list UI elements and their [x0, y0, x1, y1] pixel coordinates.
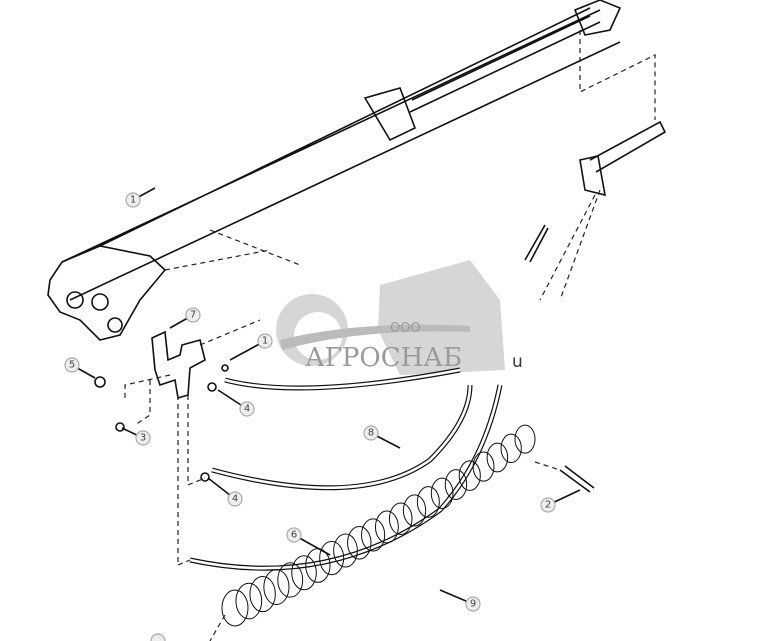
callout-fitting-lower: 4 — [207, 477, 243, 507]
callouts: 1 7 1 5 4 3 8 4 2 6 9 — [64, 187, 581, 641]
callout-coil-hose: 9 — [439, 589, 481, 612]
callout-cut-off-callout — [150, 633, 166, 641]
callout-circle — [465, 596, 481, 612]
callout-label: 4 — [244, 404, 250, 415]
callout-bracket: 7 — [169, 307, 201, 329]
coil-loop — [291, 555, 317, 591]
callout-circle — [64, 357, 80, 373]
callout-circle — [363, 425, 379, 441]
callout-label: 7 — [190, 310, 196, 321]
watermark-name: АГРОСНАБ — [305, 343, 462, 373]
callout-circle — [135, 430, 151, 446]
callout-label: 1 — [130, 195, 136, 206]
callout-label: 5 — [69, 360, 75, 371]
callout-label: 9 — [470, 599, 476, 610]
stray-text: u — [512, 352, 523, 372]
callout-hose-lower: 6 — [286, 527, 331, 556]
coil-loop — [416, 486, 440, 518]
bracket-assembly — [94, 319, 261, 566]
callout-nut: 5 — [64, 357, 96, 379]
hoses — [189, 367, 595, 641]
coil-loop — [374, 510, 399, 544]
callout-circle — [125, 192, 141, 208]
callout-circle — [257, 333, 273, 349]
coil-loop — [388, 502, 413, 535]
coil-loop — [402, 494, 427, 527]
callout-label: 6 — [291, 530, 297, 541]
coil-loop — [458, 460, 481, 491]
callout-label: 8 — [368, 428, 374, 439]
callout-label: 2 — [545, 500, 551, 511]
coil-loop — [263, 569, 290, 605]
coil-loop — [486, 442, 509, 473]
coil-loop — [444, 469, 468, 500]
callout-bolt-bracket: 1 — [229, 333, 273, 361]
callout-circle — [227, 491, 243, 507]
callout-circle — [185, 307, 201, 323]
coil-loop — [319, 540, 345, 576]
callout-circle — [239, 401, 255, 417]
coil-loop — [249, 575, 276, 613]
coil-loop — [277, 562, 304, 598]
callout-hose-upper: 8 — [363, 425, 401, 449]
coil-hose — [221, 424, 536, 627]
coil-loop — [500, 433, 522, 464]
callout-circle — [150, 633, 166, 641]
watermark-prefix: ООО — [390, 321, 421, 336]
coil-loop — [514, 424, 536, 454]
coil-loop — [235, 582, 263, 620]
callout-label: 3 — [140, 433, 146, 444]
callout-label: 4 — [232, 494, 238, 505]
callout-label: 1 — [262, 336, 268, 347]
callout-circle — [286, 527, 302, 543]
coil-loop — [347, 526, 372, 560]
coil-loop — [430, 477, 454, 509]
watermark-logo: ООО АГРОСНАБ — [276, 260, 505, 375]
callout-connector: 2 — [540, 489, 581, 513]
callout-circle — [540, 497, 556, 513]
callout-fitting-upper: 4 — [217, 389, 255, 417]
callout-nut-lower: 3 — [121, 427, 151, 446]
coil-loop — [221, 589, 249, 627]
coil-loop — [472, 451, 495, 482]
coil-loop — [333, 533, 358, 568]
boom — [47, 0, 667, 341]
coil-loop — [361, 518, 386, 552]
callout-bolt-boom: 1 — [125, 187, 156, 208]
